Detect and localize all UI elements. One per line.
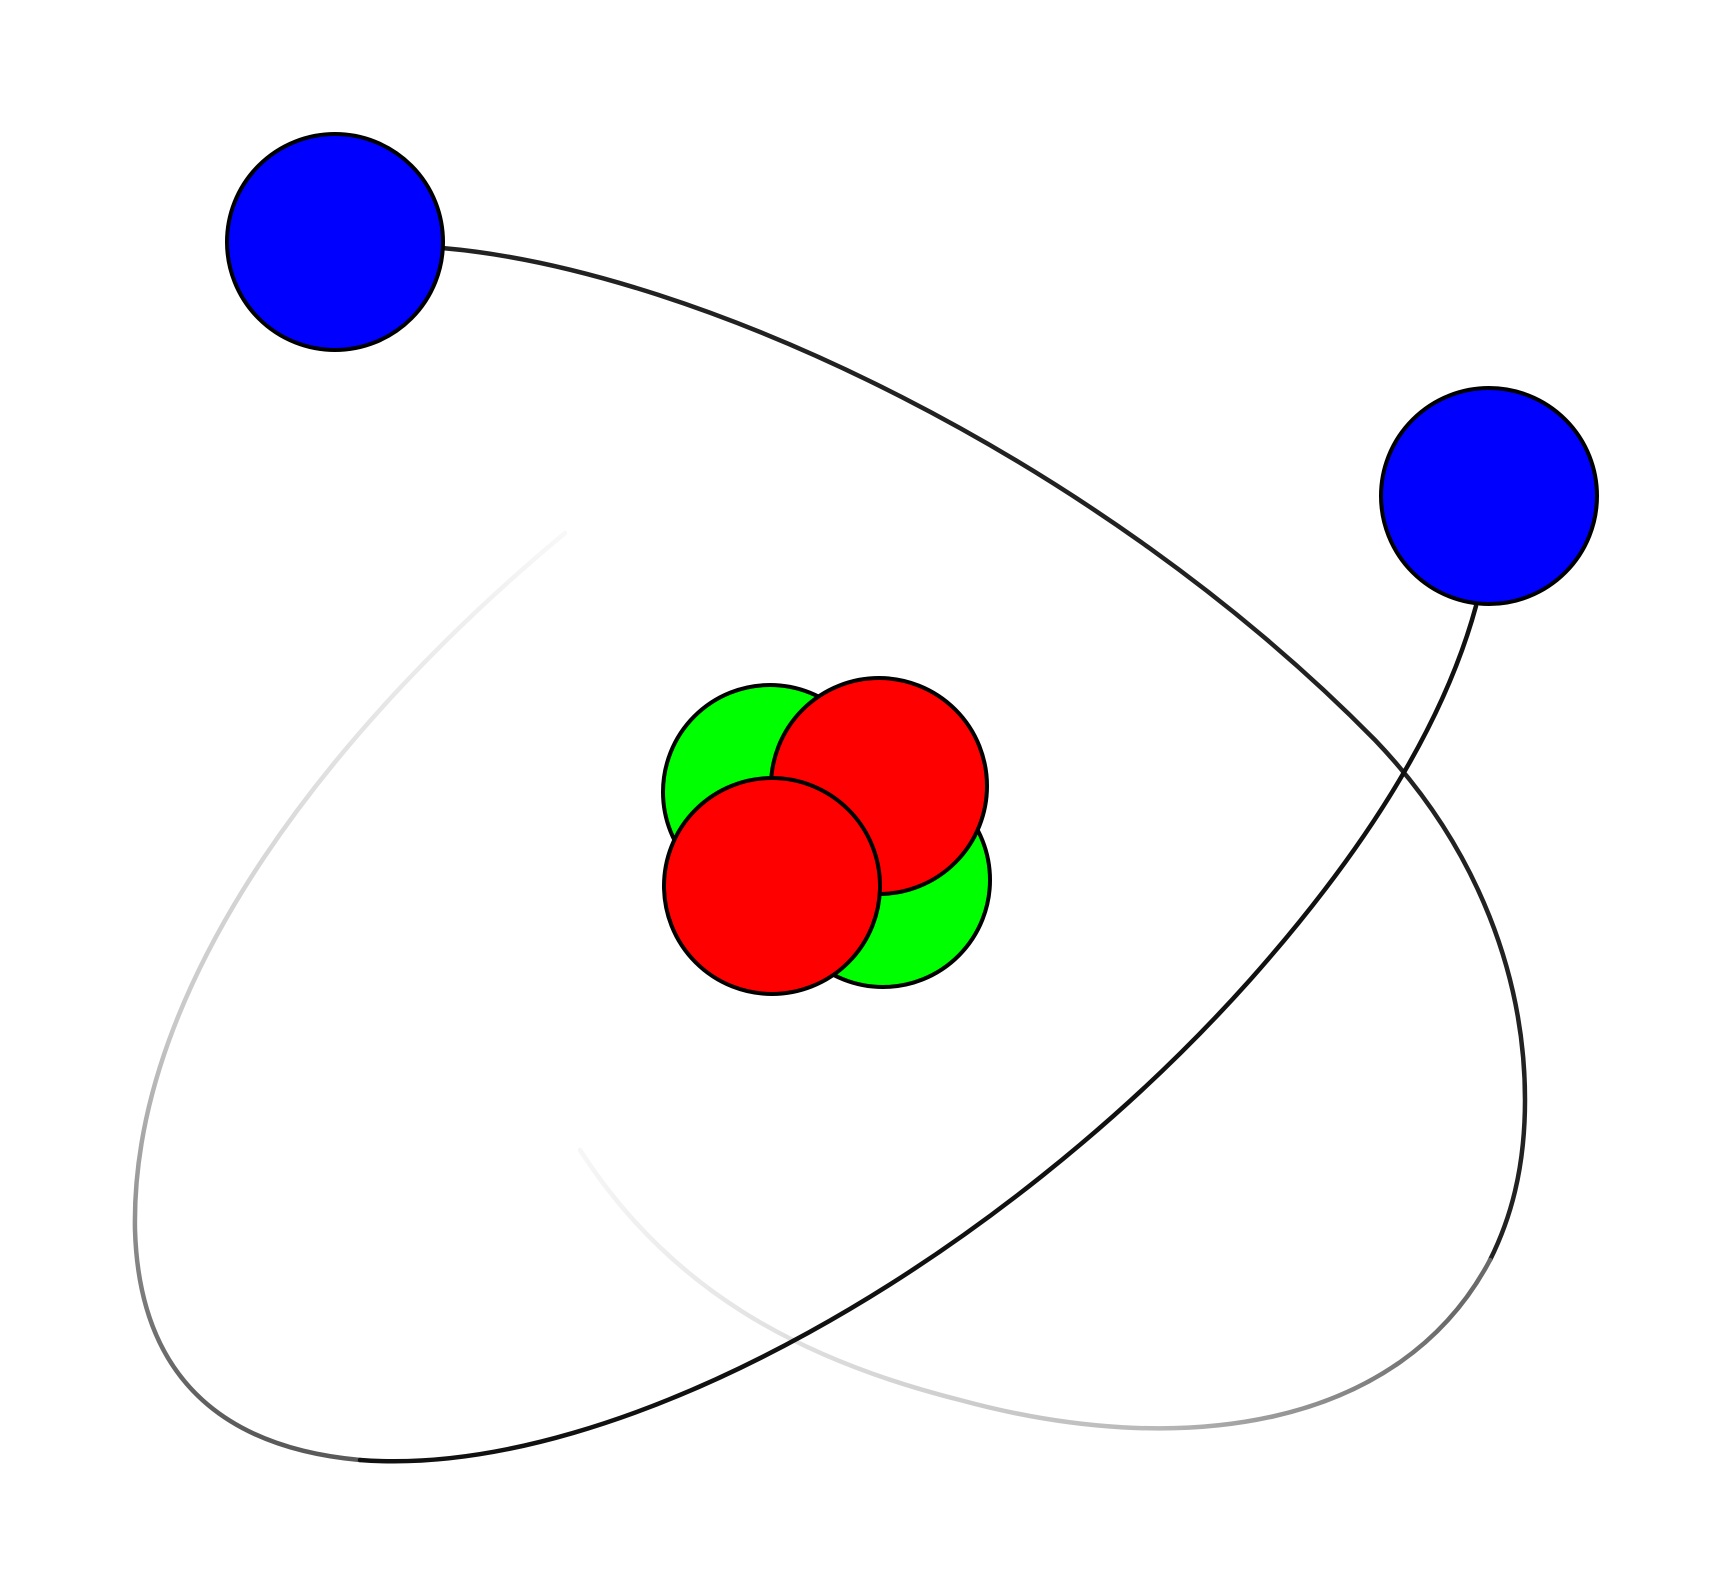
orbit-a-back — [577, 1147, 1493, 1431]
orbit-a — [439, 245, 1528, 1431]
nucleus — [661, 676, 992, 996]
orbit-a-front — [439, 245, 1528, 1263]
orbit-b-front — [357, 603, 1479, 1464]
orbit-b — [132, 530, 1479, 1464]
electron-1 — [225, 132, 445, 352]
proton-2 — [662, 776, 882, 996]
orbit-b-back — [132, 530, 568, 1463]
electron-2 — [1379, 386, 1599, 606]
